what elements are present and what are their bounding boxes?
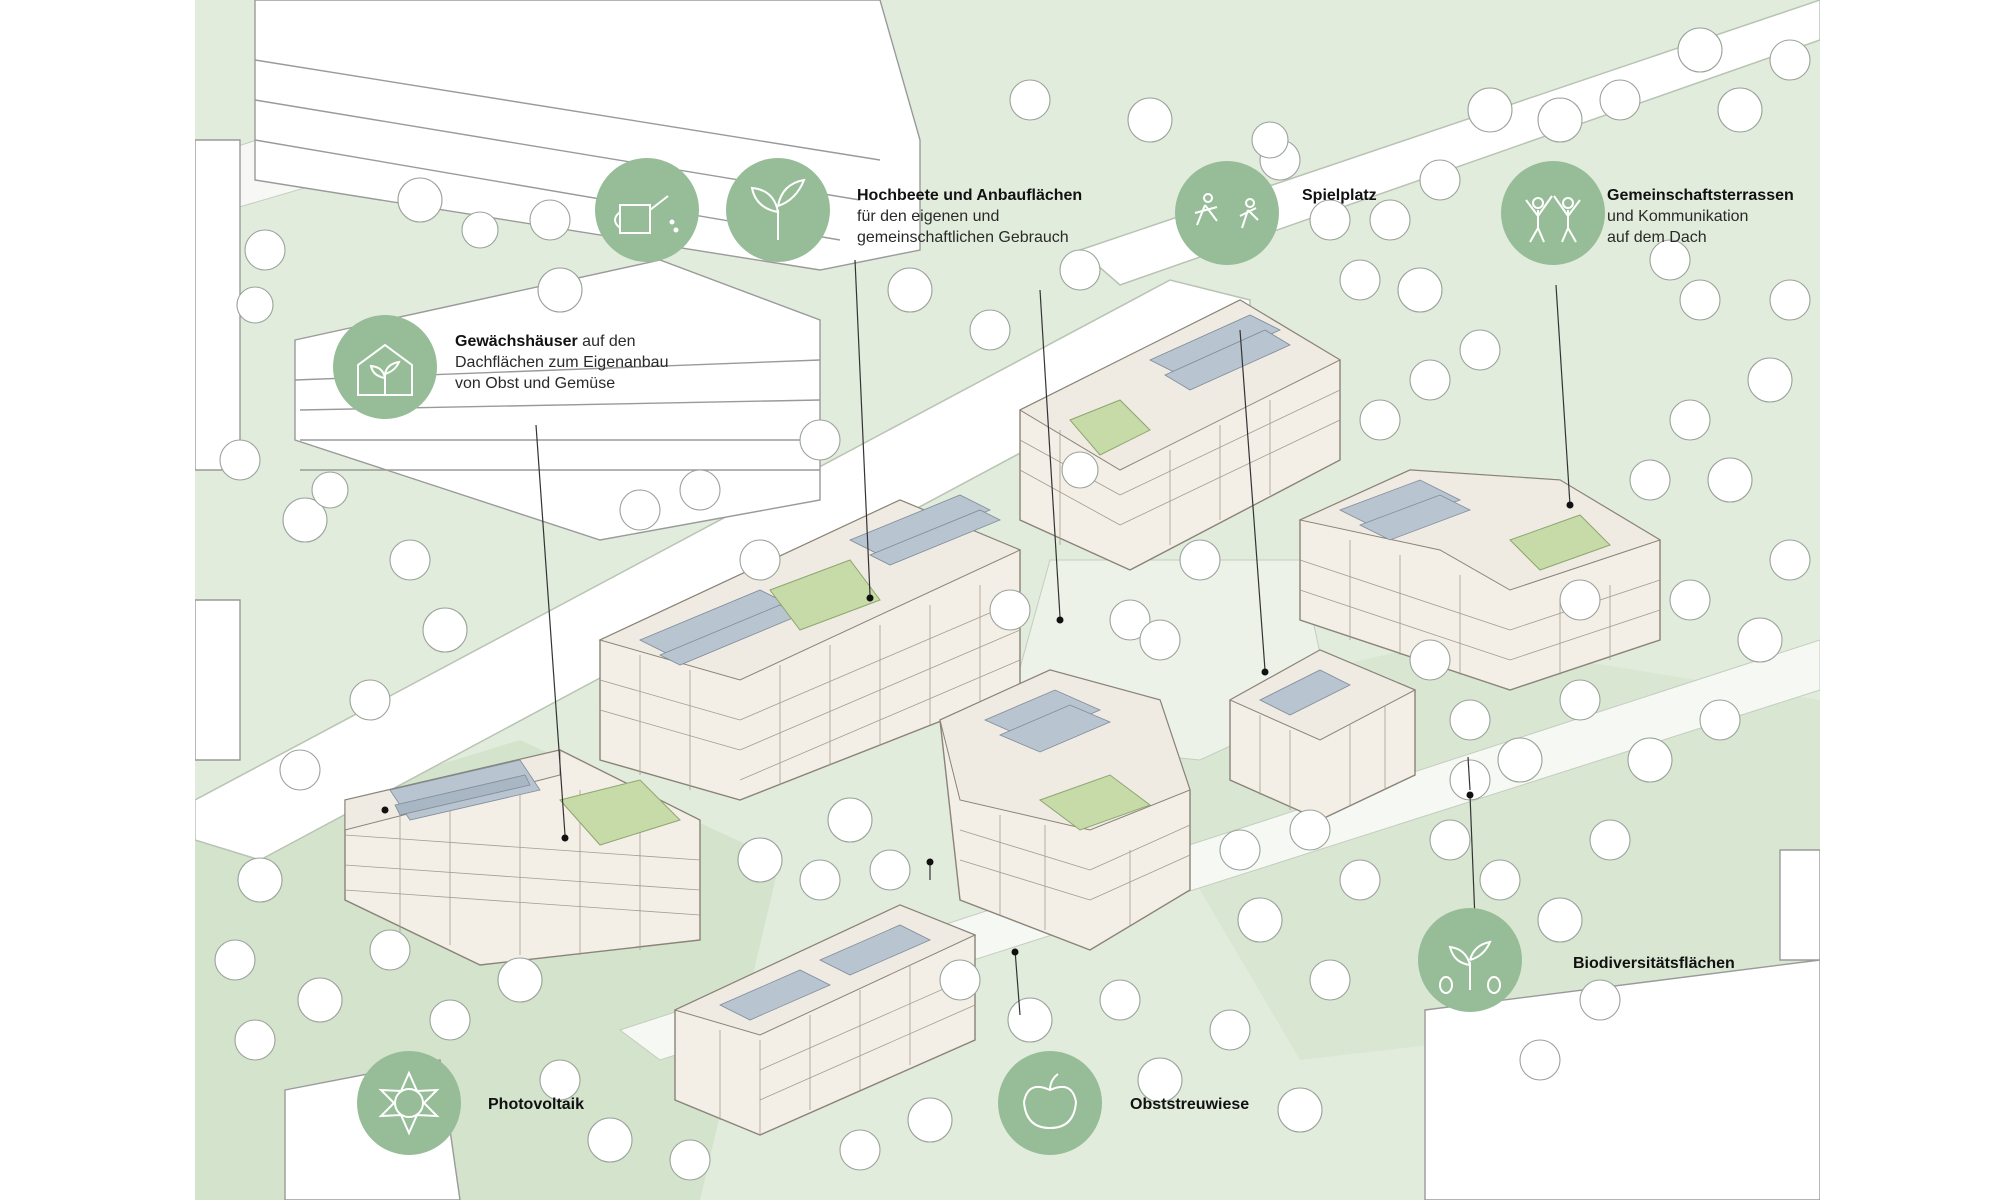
trees — [214, 27, 1811, 1181]
label-hochbeete: Hochbeete und Anbauflächen für den eigen… — [857, 187, 1083, 246]
building-b — [598, 494, 1022, 801]
label-gemeinschaftsterrassen: Gemeinschaftsterrassen und Kommunikation… — [1607, 187, 1794, 246]
label-obststreuwiese: Obststreuwiese — [1130, 1096, 1250, 1113]
building-d — [1298, 469, 1662, 691]
biodiversity-icon — [1418, 908, 1522, 1012]
label-gewaechshaeuser: Gewächshäuser auf den Dachflächen zum Ei… — [455, 333, 669, 392]
watering-can-icon — [595, 158, 699, 262]
label-biodiversitaet: Biodiversitätsflächen — [1573, 955, 1735, 972]
building-g — [673, 904, 977, 1136]
building-e — [939, 669, 1191, 951]
label-photovoltaik: Photovoltaik — [488, 1096, 585, 1113]
sun-icon — [357, 1051, 461, 1155]
building-c — [1018, 299, 1342, 571]
leader-lines — [535, 259, 1571, 1016]
greenhouse-icon — [333, 315, 437, 419]
proposed-buildings — [344, 299, 1662, 1136]
sprout-icon — [726, 158, 830, 262]
apple-icon — [998, 1051, 1102, 1155]
leader-dots — [381, 501, 1574, 956]
building-a — [344, 749, 701, 966]
building-f — [1228, 649, 1417, 821]
community-icon — [1501, 161, 1605, 265]
playground-icon — [1175, 161, 1279, 265]
label-spielplatz: Spielplatz — [1302, 187, 1377, 204]
